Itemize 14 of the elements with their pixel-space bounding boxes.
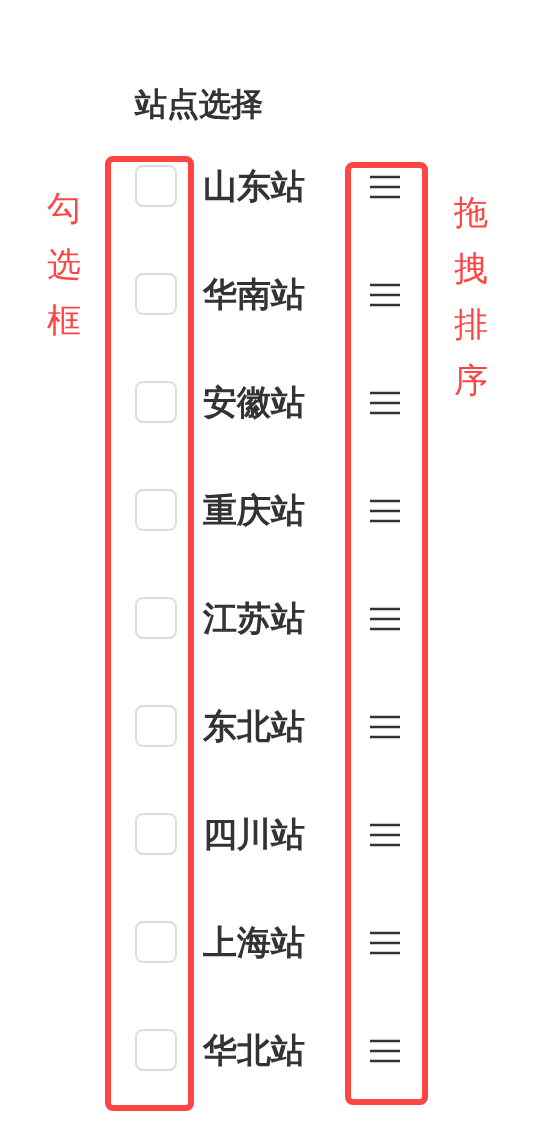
annotation-label: 勾选框: [46, 187, 82, 342]
section-title: 站点选择: [135, 84, 263, 125]
station-name: 上海站: [203, 921, 305, 964]
station-name: 山东站: [203, 165, 305, 208]
station-name: 东北站: [203, 705, 305, 748]
station-name: 四川站: [203, 813, 305, 856]
annotation-label: 拖拽排序: [453, 191, 489, 402]
station-name: 重庆站: [203, 489, 305, 532]
station-name: 安徽站: [203, 381, 305, 424]
station-name: 江苏站: [203, 597, 305, 640]
station-name: 华南站: [203, 273, 305, 316]
station-name: 华北站: [203, 1029, 305, 1072]
highlight-frame: [105, 156, 194, 1111]
highlight-frame: [345, 162, 428, 1105]
